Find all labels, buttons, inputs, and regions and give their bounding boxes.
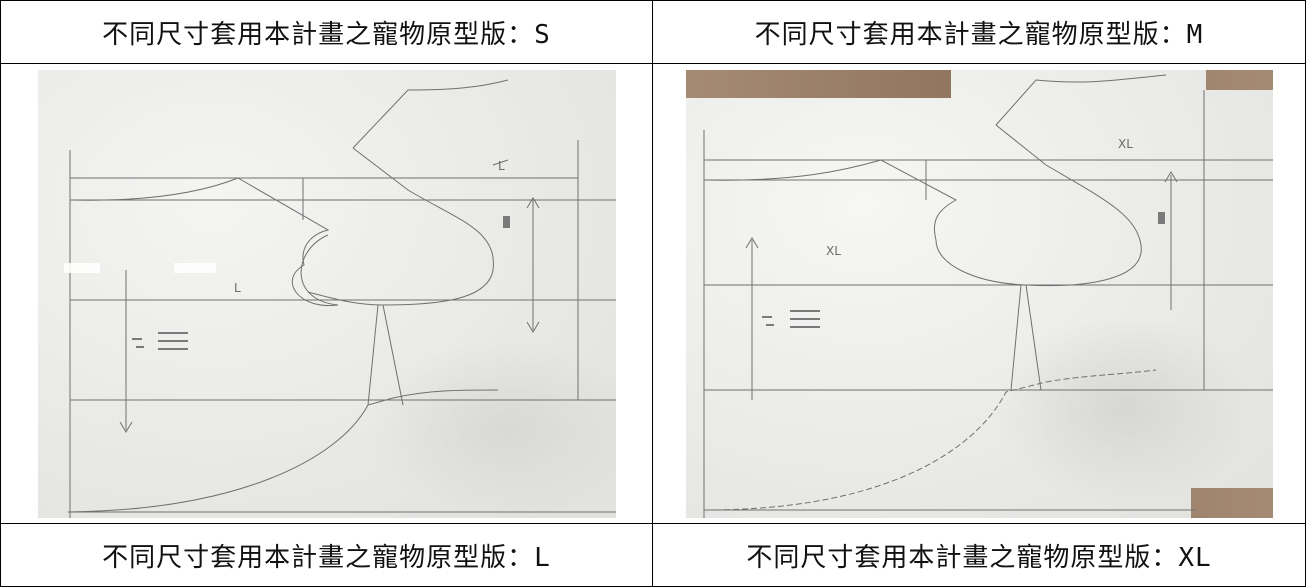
- caption-cell-l: 不同尺寸套用本計畫之寵物原型版：L: [0, 523, 653, 587]
- pattern-drawing-right: XL XL: [685, 69, 1273, 518]
- size-mark-l-upper: L: [498, 159, 505, 173]
- caption-row-top: 不同尺寸套用本計畫之寵物原型版：S 不同尺寸套用本計畫之寵物原型版：M: [0, 0, 1306, 64]
- caption-size-xl: 不同尺寸套用本計畫之寵物原型版：XL: [746, 542, 1212, 573]
- photo-row: L L: [0, 63, 1306, 524]
- caption-row-bottom: 不同尺寸套用本計畫之寵物原型版：L 不同尺寸套用本計畫之寵物原型版：XL: [0, 523, 1306, 587]
- caption-cell-xl: 不同尺寸套用本計畫之寵物原型版：XL: [652, 523, 1306, 587]
- caption-cell-s: 不同尺寸套用本計畫之寵物原型版：S: [0, 0, 653, 64]
- photo-cell-right: XL XL: [652, 63, 1306, 524]
- caption-cell-m: 不同尺寸套用本計畫之寵物原型版：M: [652, 0, 1306, 64]
- size-mark-xl-lower: XL: [826, 244, 841, 258]
- photo-cell-left: L L: [0, 63, 653, 524]
- pattern-photo-right: XL XL: [685, 69, 1273, 518]
- caption-size-l: 不同尺寸套用本計畫之寵物原型版：L: [102, 542, 551, 573]
- pattern-photo-left: L L: [37, 69, 616, 518]
- caption-size-s: 不同尺寸套用本計畫之寵物原型版：S: [102, 19, 551, 50]
- caption-size-m: 不同尺寸套用本計畫之寵物原型版：M: [754, 19, 1204, 50]
- pattern-drawing-left: L L: [37, 69, 616, 518]
- size-mark-l-lower: L: [234, 281, 241, 295]
- size-mark-xl-upper: XL: [1118, 137, 1133, 151]
